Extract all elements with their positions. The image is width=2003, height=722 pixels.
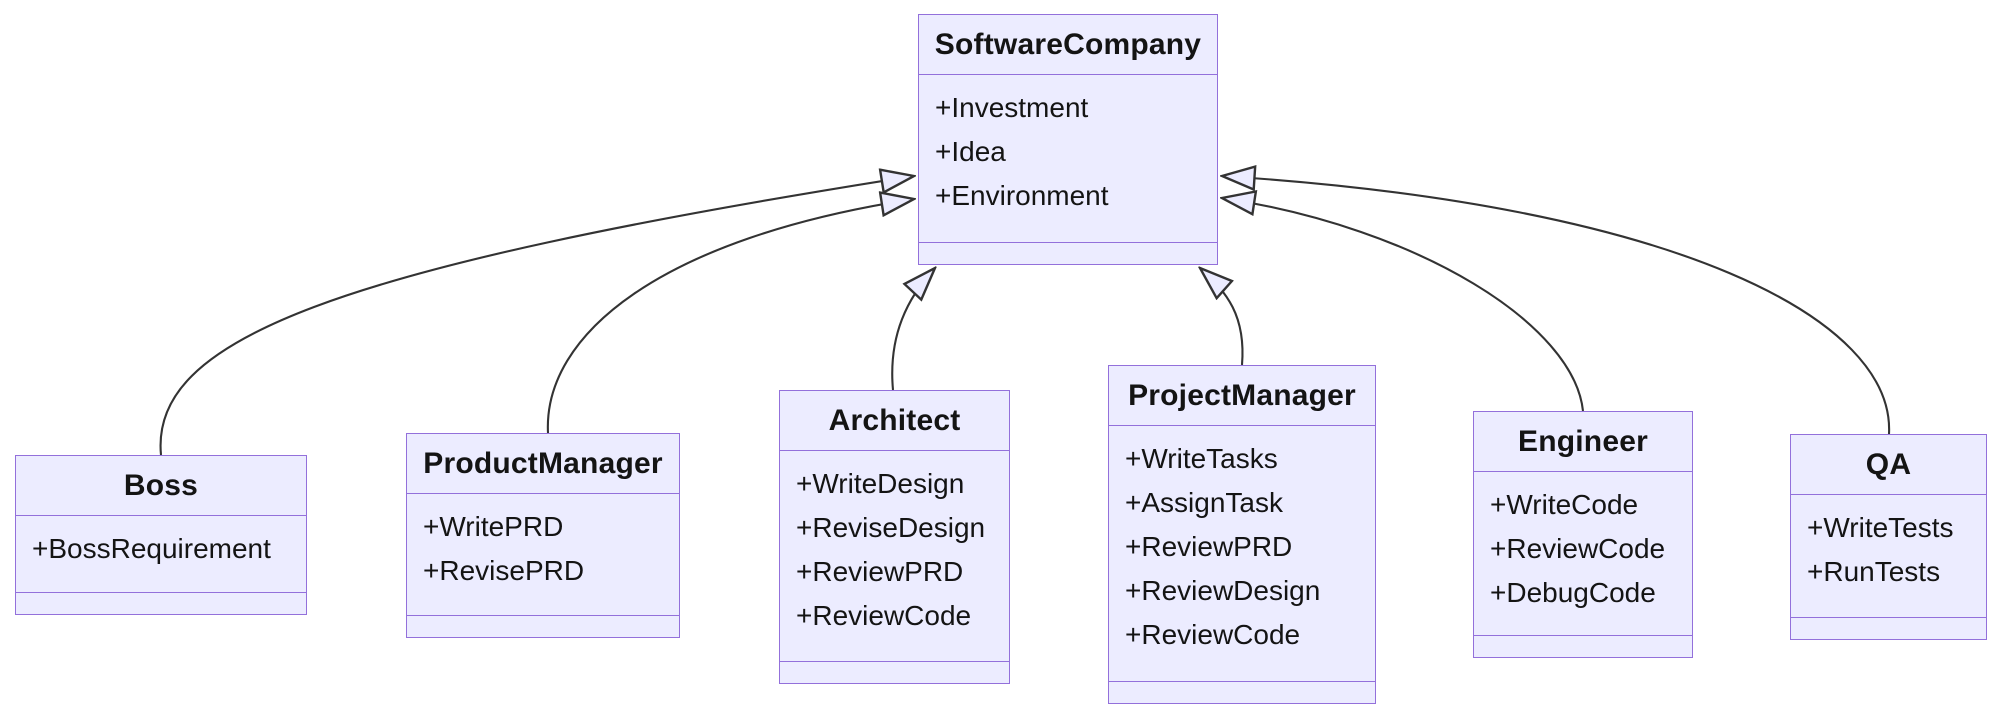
class-title: Engineer — [1474, 412, 1692, 472]
class-attribute: +ReviewPRD — [1125, 531, 1293, 562]
class-title: Boss — [16, 456, 306, 516]
class-attribute: +ReviewCode — [1490, 533, 1666, 564]
class-attribute: +ReviewDesign — [1125, 575, 1321, 606]
class-attribute: +Idea — [935, 136, 1006, 167]
attributes-compartment: +WriteTests +RunTests — [1791, 495, 1986, 617]
class-title: ProductManager — [407, 434, 679, 494]
edge-qa-to-softwarecompany — [1222, 176, 1891, 435]
methods-compartment — [16, 592, 306, 614]
attributes-compartment: +Investment +Idea +Environment — [919, 75, 1217, 242]
class-attribute: +RunTests — [1807, 556, 1941, 587]
class-attribute: +WriteTests — [1807, 512, 1954, 543]
class-node-architect: Architect +WriteDesign +ReviseDesign +Revi… — [779, 390, 1010, 684]
class-attribute: +BossRequirement — [32, 533, 271, 564]
class-node-productmanager: ProductManager +WritePRD +RevisePRD — [406, 433, 680, 638]
class-attribute: +Environment — [935, 180, 1109, 211]
class-attribute: +WriteCode — [1490, 489, 1639, 520]
class-attribute: +ReviseDesign — [796, 512, 986, 543]
class-node-projectmanager: ProjectManager +WriteTasks +AssignTask +Re… — [1108, 365, 1376, 704]
methods-compartment — [1474, 635, 1692, 657]
attributes-compartment: +WriteTasks +AssignTask +ReviewPRD +ReviewD… — [1109, 426, 1375, 681]
class-attribute: +WriteTasks — [1125, 443, 1278, 474]
attributes-compartment: +WriteCode +ReviewCode +DebugCode — [1474, 472, 1692, 635]
class-title: SoftwareCompany — [919, 15, 1217, 75]
edge-projectmanager-to-softwarecompany — [1200, 268, 1244, 366]
methods-compartment — [1109, 681, 1375, 703]
edge-engineer-to-softwarecompany — [1222, 198, 1585, 412]
methods-compartment — [919, 242, 1217, 264]
class-title: ProjectManager — [1109, 366, 1375, 426]
class-node-qa: QA +WriteTests +RunTests — [1790, 434, 1987, 640]
class-node-boss: Boss +BossRequirement — [15, 455, 307, 615]
class-title: Architect — [780, 391, 1009, 451]
attributes-compartment: +BossRequirement — [16, 516, 306, 592]
class-attribute: +WriteDesign — [796, 468, 965, 499]
class-attribute: +RevisePRD — [423, 555, 585, 586]
class-node-engineer: Engineer +WriteCode +ReviewCode +DebugCode — [1473, 411, 1693, 658]
edge-productmanager-to-softwarecompany — [546, 199, 914, 434]
methods-compartment — [407, 615, 679, 637]
attributes-compartment: +WritePRD +RevisePRD — [407, 494, 679, 615]
class-node-softwarecompany: SoftwareCompany +Investment +Idea +Environ… — [918, 14, 1218, 265]
class-title: QA — [1791, 435, 1986, 495]
class-attribute: +DebugCode — [1490, 577, 1656, 608]
methods-compartment — [780, 661, 1009, 683]
edge-architect-to-softwarecompany — [891, 268, 935, 391]
class-attribute: +ReviewPRD — [796, 556, 964, 587]
edge-boss-to-softwarecompany — [159, 176, 914, 456]
class-attribute: +ReviewCode — [796, 600, 972, 631]
attributes-compartment: +WriteDesign +ReviseDesign +ReviewPRD +Revi… — [780, 451, 1009, 661]
methods-compartment — [1791, 617, 1986, 639]
class-attribute: +AssignTask — [1125, 487, 1283, 518]
class-attribute: +ReviewCode — [1125, 619, 1301, 650]
class-attribute: +Investment — [935, 92, 1089, 123]
class-attribute: +WritePRD — [423, 511, 564, 542]
